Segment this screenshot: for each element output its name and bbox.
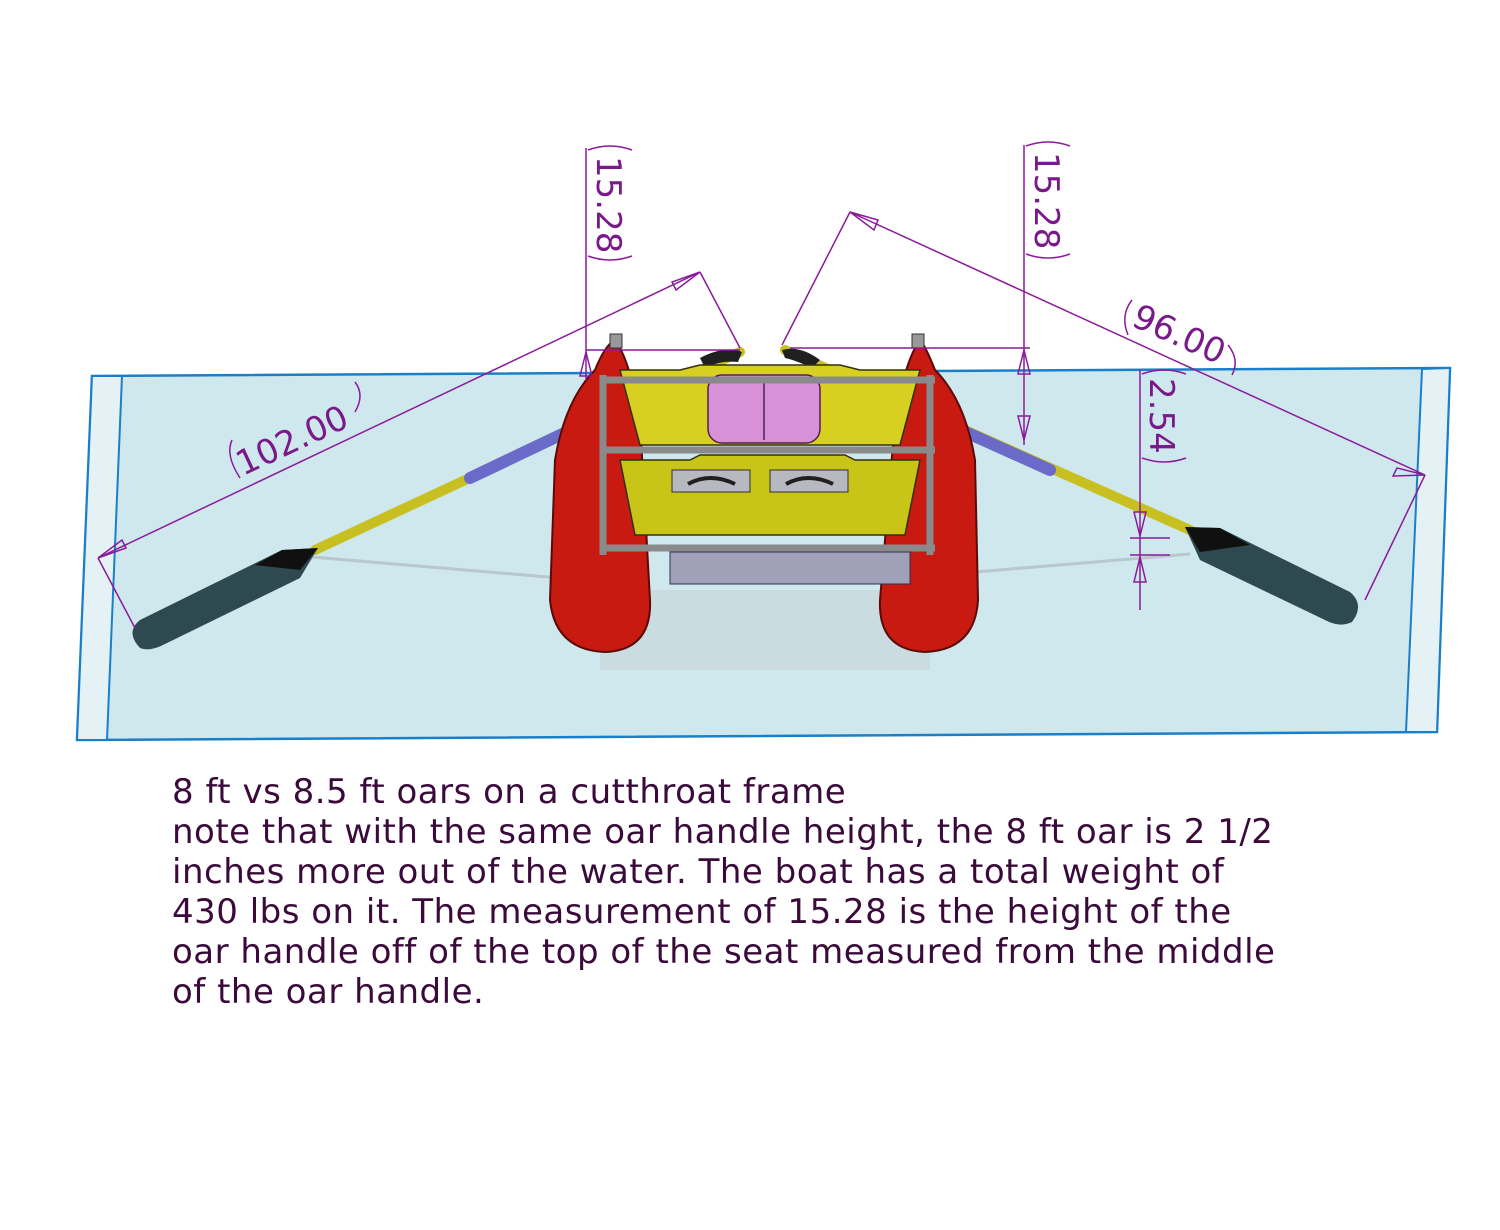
caption-line: 430 lbs on it. The measurement of 15.28 … <box>172 892 1232 932</box>
dim-right-handle-height: 15.28 <box>1026 152 1066 249</box>
dim-right-oar-length: 96.00 <box>1126 297 1231 373</box>
dim-left-handle-height: 15.28 <box>588 156 628 253</box>
caption-title: 8 ft vs 8.5 ft oars on a cutthroat frame <box>172 772 847 812</box>
caption-line: of the oar handle. <box>172 972 485 1012</box>
raft <box>548 333 980 654</box>
dimension-annotations <box>97 141 1426 629</box>
caption: 8 ft vs 8.5 ft oars on a cutthroat frame… <box>172 772 1472 1012</box>
right-oar <box>780 345 1359 625</box>
cad-diagram: 102.00 96.00 15.28 15.28 2.54 <box>75 141 1452 742</box>
caption-line: inches more out of the water. The boat h… <box>172 852 1225 892</box>
caption-line: oar handle off of the top of the seat me… <box>172 932 1276 972</box>
caption-line: note that with the same oar handle heigh… <box>172 812 1274 852</box>
dim-height-difference: 2.54 <box>1141 378 1181 454</box>
rear-box <box>619 454 921 536</box>
boat-shadow <box>299 552 1191 670</box>
